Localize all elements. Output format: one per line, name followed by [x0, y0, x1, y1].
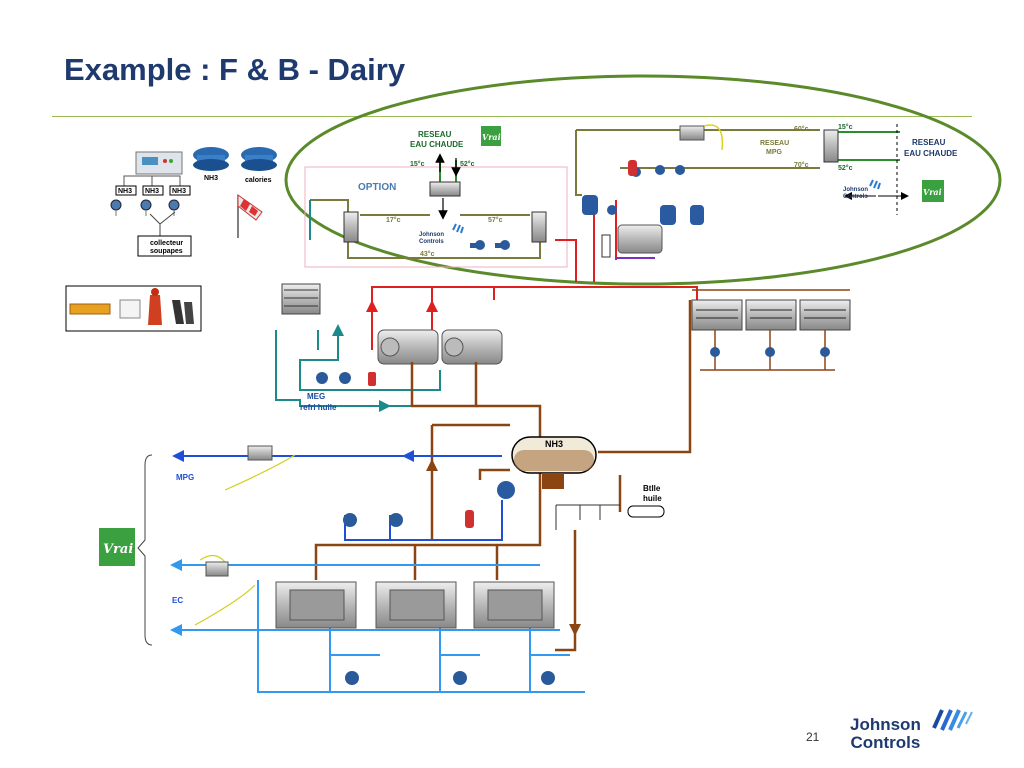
- temp-43: 43°c: [420, 250, 435, 258]
- ec-return: [194, 584, 256, 626]
- expansion-vessel-top: [628, 160, 637, 176]
- hot-water-loop: [310, 129, 820, 259]
- screw-compressor-1: [377, 329, 439, 365]
- evaporator-tank-2: [375, 581, 457, 629]
- brown-suction-lines: [314, 300, 692, 652]
- plate-heat-exchanger-mid: [531, 211, 547, 243]
- svg-text:Vrai: Vrai: [482, 132, 501, 142]
- reseau-eau-chaude-right-1: RESEAU: [912, 138, 946, 147]
- ec-pumps: [345, 671, 555, 685]
- evaporator-tank-1: [275, 581, 357, 629]
- btlle-huile-label-1: Btlle: [643, 484, 661, 493]
- svg-text:Controls: Controls: [419, 239, 444, 245]
- plate-heat-exchanger-left: [343, 211, 359, 243]
- calories-label: calories: [245, 177, 272, 184]
- jc-logo-mark-icon: [932, 709, 973, 731]
- ec-arrows: [170, 559, 190, 636]
- calories-fan-unit: calories: [241, 147, 277, 184]
- collecteur-line2: soupapes: [150, 248, 183, 255]
- reseau-eau-chaude-top-1: RESEAU: [418, 130, 452, 139]
- option-highlight-ellipse: [284, 74, 1002, 286]
- top-arrows: [435, 153, 909, 220]
- mpg-loop: [180, 455, 503, 541]
- meg-label: MEG: [307, 392, 325, 401]
- btlle-huile-label-2: huile: [643, 494, 662, 503]
- nh3-fan-unit: NH3: [193, 147, 229, 182]
- meg-drycooler: [281, 283, 321, 315]
- svg-text:Johnson: Johnson: [843, 187, 868, 193]
- meg-loop: [275, 200, 460, 407]
- temp-52-right: 52°c: [838, 164, 853, 172]
- slide-title: Example : F & B - Dairy: [64, 52, 406, 87]
- vrai-logo-left: Vrai: [99, 528, 135, 566]
- valve-group: [555, 504, 620, 530]
- cooling-tower-top: [679, 124, 724, 151]
- temp-60: 60°c: [794, 125, 809, 133]
- temp-15-left: 15°c: [410, 160, 425, 168]
- nh3-vessel-label: NH3: [545, 439, 563, 449]
- plate-heat-exchanger-option: [429, 181, 461, 197]
- ec-cooler: [205, 561, 229, 577]
- collecteur-line1: collecteur: [150, 240, 183, 247]
- expansion-vessel-mpg: [465, 510, 474, 528]
- gas-detection-panel: [123, 151, 183, 186]
- jc-small-logo-top: Johnson Controls: [419, 223, 464, 245]
- evaporator-tank-3: [473, 581, 555, 629]
- vrai-logo-top: Vrai: [481, 126, 501, 146]
- left-bracket: [137, 454, 153, 646]
- jc-small-logo-right: Johnson Controls: [843, 179, 881, 200]
- nh3-sensor-label-1: NH3: [118, 188, 132, 195]
- temp-17: 17°c: [386, 216, 401, 224]
- svg-text:Vrai: Vrai: [103, 542, 133, 557]
- plate-heat-exchanger-right: [823, 129, 839, 163]
- nh3-fan-label: NH3: [204, 175, 218, 182]
- nh3-sensor-label-3: NH3: [172, 188, 186, 195]
- refri-huile-label: refri huile: [300, 403, 337, 412]
- logo-line-2: Controls: [850, 733, 921, 752]
- ec-label: EC: [172, 596, 183, 605]
- condenser-pumps: [710, 347, 830, 357]
- nh3-sensor-group: NH3 NH3 NH3: [110, 185, 191, 236]
- vrai-logo-right: Vrai: [922, 180, 944, 202]
- safety-equipment-box: [65, 285, 202, 332]
- svg-text:Johnson: Johnson: [419, 232, 444, 238]
- meg-pumps: [316, 372, 376, 386]
- svg-text:Vrai: Vrai: [923, 187, 942, 197]
- mpg-cooler: [247, 445, 273, 461]
- temp-57: 57°c: [488, 216, 503, 224]
- teal-arrows: [332, 324, 391, 412]
- nh3-sensor-label-2: NH3: [145, 188, 159, 195]
- brown-arrows: [426, 459, 581, 636]
- red-arrows: [366, 300, 438, 320]
- condenser-bank: [691, 299, 851, 331]
- mpg-pumps: [343, 513, 403, 527]
- ec-loop: [180, 564, 585, 693]
- option-label: OPTION: [358, 182, 396, 193]
- option-pump-group: [470, 165, 685, 250]
- temp-52-left: 52°c: [460, 160, 475, 168]
- nh3-receiver-vessel: NH3: [497, 436, 597, 499]
- logo-line-1: Johnson: [850, 715, 921, 734]
- reseau-eau-chaude-top-2: EAU CHAUDE: [410, 140, 464, 149]
- mpg-label: MPG: [176, 473, 194, 482]
- reseau-eau-chaude-right-2: EAU CHAUDE: [904, 149, 958, 158]
- temp-70: 70°c: [794, 161, 809, 169]
- reseau-mpg-1: RESEAU: [760, 140, 789, 147]
- windsock-icon: [237, 194, 263, 238]
- reseau-mpg-2: MPG: [766, 149, 783, 156]
- collecteur-soupapes-box: collecteur soupapes: [137, 235, 192, 257]
- heat-pump-compressors: [582, 195, 704, 258]
- option-box: [304, 166, 568, 268]
- title-rule: [52, 116, 972, 117]
- mpg-return: [224, 454, 296, 491]
- screw-compressor-2: [441, 329, 503, 365]
- svg-text:Controls: Controls: [843, 194, 868, 200]
- temp-15-right: 15°c: [838, 123, 853, 131]
- page-number: 21: [806, 730, 820, 744]
- oil-bottle: [627, 505, 665, 518]
